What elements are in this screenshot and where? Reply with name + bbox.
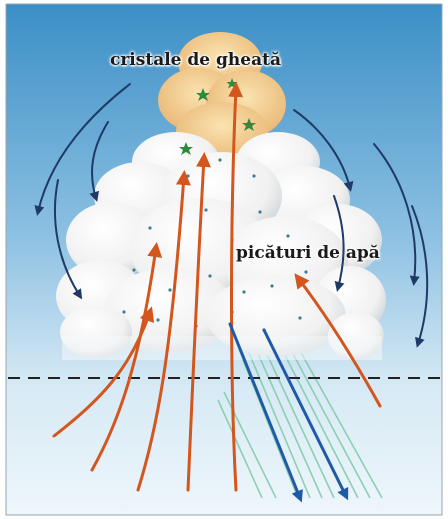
water-drops-label: picături de apă bbox=[236, 243, 380, 263]
ice-crystals-label: cristale de gheată bbox=[110, 50, 281, 70]
cloud-base bbox=[62, 336, 382, 360]
